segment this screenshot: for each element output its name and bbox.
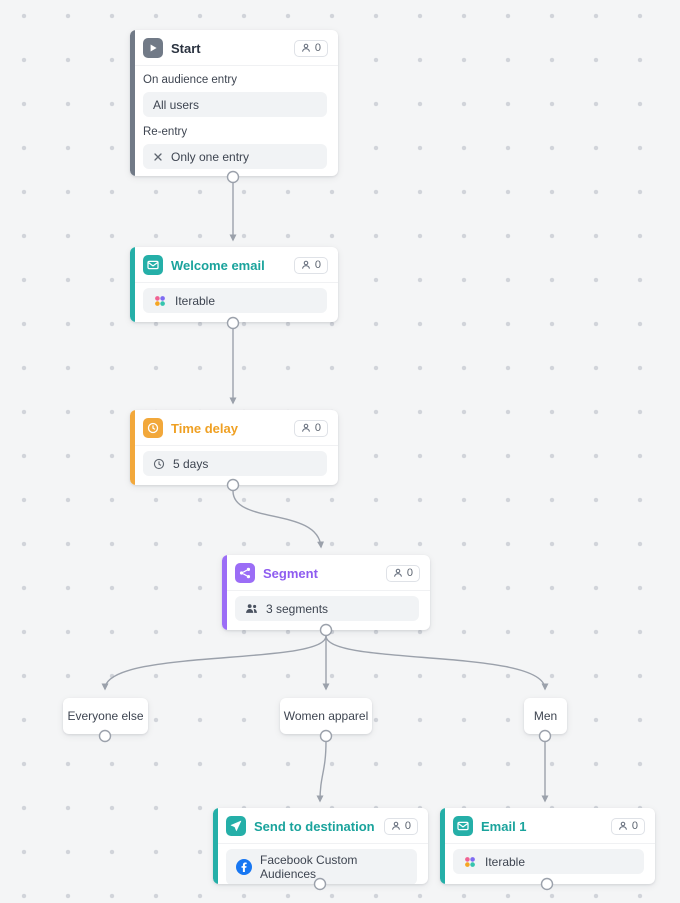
node-accent-bar xyxy=(130,410,135,485)
reentry-label: Re-entry xyxy=(143,126,188,138)
node-accent-bar xyxy=(213,808,218,884)
edge-delay-to-segment xyxy=(232,490,325,549)
delay-duration-value: 5 days xyxy=(173,456,209,471)
node-body: 5 days xyxy=(130,446,338,485)
person-icon xyxy=(393,568,402,577)
node-segment[interactable]: Segment 0 3 segments xyxy=(222,555,430,630)
node-body: 3 segments xyxy=(222,591,430,630)
node-title: Send to destination xyxy=(254,818,375,834)
audience-filter-value: All users xyxy=(153,97,200,112)
entry-label: On audience entry xyxy=(143,74,237,86)
node-accent-bar xyxy=(440,808,445,884)
node-header: Time delay 0 xyxy=(130,410,338,446)
destination-field[interactable]: Facebook Custom Audiences xyxy=(226,849,417,884)
audience-count: 0 xyxy=(314,258,321,271)
audience-count-badge[interactable]: 0 xyxy=(293,256,328,274)
node-send-to-destination[interactable]: Send to destination 0 Facebook Custom Au… xyxy=(213,808,428,884)
iterable-logo-icon xyxy=(155,295,165,306)
node-accent-bar xyxy=(222,555,227,630)
node-welcome-email[interactable]: Welcome email 0 Iterable xyxy=(130,247,338,322)
node-header: Start 0 xyxy=(130,30,338,66)
audience-count: 0 xyxy=(631,819,638,832)
audience-count: 0 xyxy=(404,819,411,832)
send-icon xyxy=(226,816,246,836)
email-icon xyxy=(453,816,473,836)
node-body: On audience entry All users Re-entry Onl… xyxy=(130,66,338,176)
node-header: Segment 0 xyxy=(222,555,430,591)
email-icon xyxy=(143,255,163,275)
audience-filter-field[interactable]: All users xyxy=(143,92,327,117)
iterable-logo-icon xyxy=(465,856,475,867)
channel-value: Iterable xyxy=(485,854,526,869)
audience-count: 0 xyxy=(406,566,413,579)
audience-count-badge[interactable]: 0 xyxy=(293,419,328,437)
reentry-value: Only one entry xyxy=(171,149,250,164)
node-email-1[interactable]: Email 1 0 Iterable xyxy=(440,808,655,884)
branch-label-men[interactable]: Men xyxy=(524,698,567,734)
node-title: Start xyxy=(171,40,201,56)
node-header: Email 1 0 xyxy=(440,808,655,844)
edge-segment-to-men xyxy=(325,635,549,691)
person-icon xyxy=(301,260,310,269)
channel-field[interactable]: Iterable xyxy=(143,288,327,313)
split-branch-icon xyxy=(235,563,255,583)
clock-icon xyxy=(153,458,165,469)
reentry-field[interactable]: Only one entry xyxy=(143,144,327,169)
audience-count: 0 xyxy=(314,421,321,434)
audience-count-badge[interactable]: 0 xyxy=(383,817,418,835)
edge-segment-to-everyone-else xyxy=(101,635,327,691)
node-time-delay[interactable]: Time delay 0 5 days xyxy=(130,410,338,485)
destination-value: Facebook Custom Audiences xyxy=(260,853,358,881)
play-icon xyxy=(143,38,163,58)
node-title: Welcome email xyxy=(171,257,265,273)
person-icon xyxy=(618,821,627,830)
delay-duration-field[interactable]: 5 days xyxy=(143,451,327,476)
segments-summary-field[interactable]: 3 segments xyxy=(235,596,419,621)
node-title: Time delay xyxy=(171,420,238,436)
node-start[interactable]: Start 0 On audience entry All users Re-e… xyxy=(130,30,338,176)
node-title: Email 1 xyxy=(481,818,527,834)
node-body: Iterable xyxy=(130,283,338,322)
close-icon xyxy=(154,152,162,161)
branch-label-everyone-else[interactable]: Everyone else xyxy=(63,698,148,734)
node-accent-bar xyxy=(130,30,135,176)
node-body: Iterable xyxy=(440,844,655,884)
person-icon xyxy=(301,43,310,52)
people-icon xyxy=(246,604,257,613)
channel-field[interactable]: Iterable xyxy=(453,849,644,874)
audience-count-badge[interactable]: 0 xyxy=(385,564,420,582)
person-icon xyxy=(391,821,400,830)
node-body: Facebook Custom Audiences xyxy=(213,844,428,884)
audience-count-badge[interactable]: 0 xyxy=(293,39,328,57)
node-header: Welcome email 0 xyxy=(130,247,338,283)
node-header: Send to destination 0 xyxy=(213,808,428,844)
branch-label-women-apparel[interactable]: Women apparel xyxy=(280,698,372,734)
audience-count-badge[interactable]: 0 xyxy=(610,817,645,835)
node-title: Segment xyxy=(263,565,318,581)
clock-icon xyxy=(143,418,163,438)
audience-count: 0 xyxy=(314,41,321,54)
segments-summary-value: 3 segments xyxy=(266,601,329,616)
node-accent-bar xyxy=(130,247,135,322)
edge-women-apparel-to-send xyxy=(316,740,327,803)
facebook-icon xyxy=(236,859,252,875)
person-icon xyxy=(301,423,310,432)
channel-value: Iterable xyxy=(175,293,216,308)
